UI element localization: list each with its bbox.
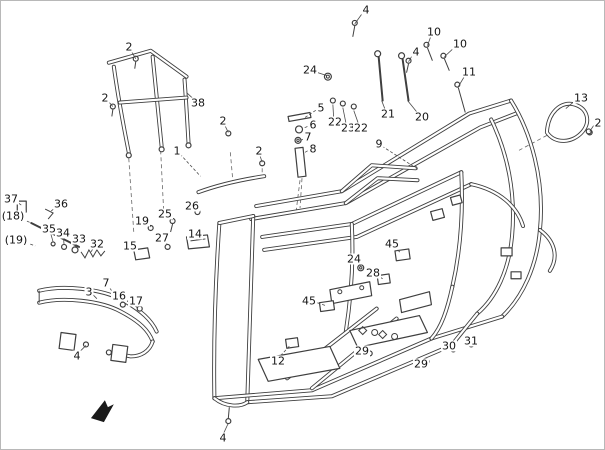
front-direction-arrow-icon — [90, 400, 114, 423]
main-frame — [196, 98, 557, 408]
rear-bracket — [544, 101, 593, 143]
top-fasteners — [323, 19, 466, 113]
bracket-stack — [287, 111, 312, 178]
assembly-guide-lines — [128, 135, 548, 232]
frame-plates — [257, 194, 522, 382]
linkage-rods — [329, 50, 410, 110]
front-bumper — [37, 285, 159, 363]
front-rack — [106, 48, 192, 159]
